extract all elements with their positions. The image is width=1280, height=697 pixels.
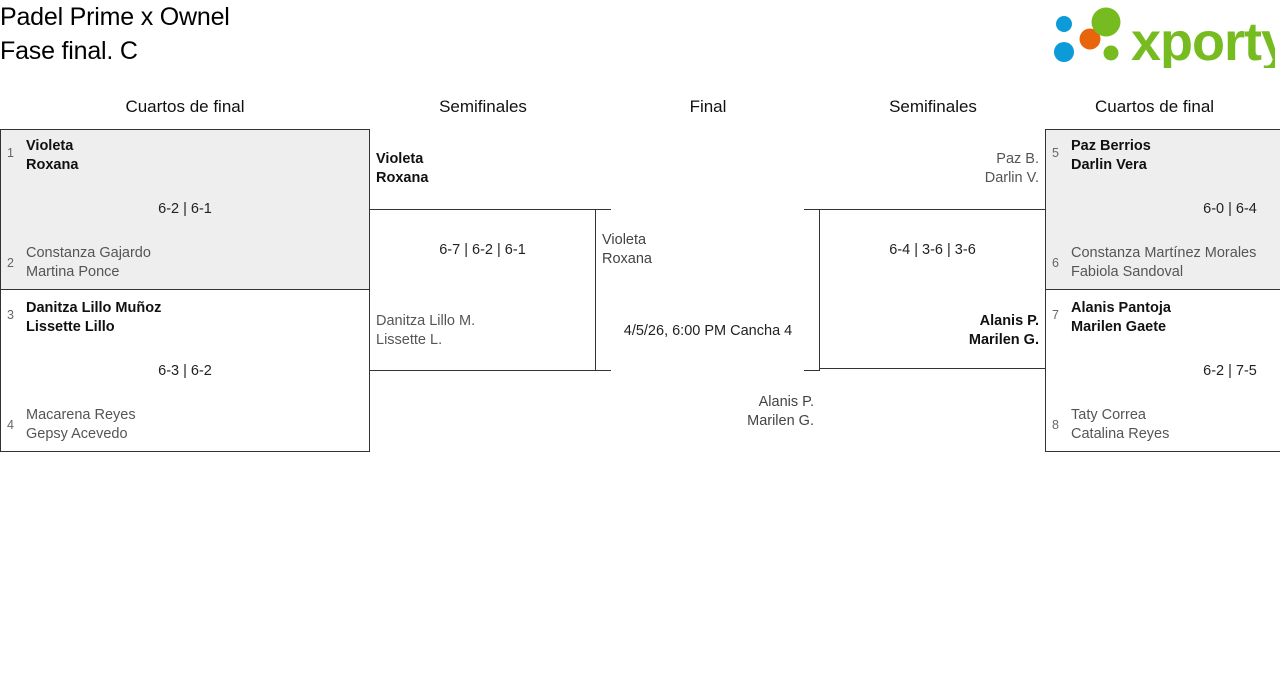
player-name: Constanza Gajardo [26, 245, 151, 261]
svg-text:xporty: xporty [1131, 12, 1275, 68]
team-bottom: Alanis P. Marilen G. [826, 312, 1039, 350]
round-header-final: Final [689, 97, 727, 116]
round-header-semifinals-left: Semifinales [439, 97, 527, 116]
phase-name: Fase final. C [0, 37, 138, 65]
match-score: 6-4 | 3-6 | 3-6 [889, 242, 976, 258]
player-name: Marilen Gaete [1071, 319, 1167, 335]
team-top: Paz Berrios Darlin Vera [1071, 137, 1151, 175]
player-name: Paz B. [996, 151, 1039, 167]
match-score: 6-7 | 6-2 | 6-1 [439, 242, 526, 258]
seed-number: 5 [1052, 146, 1059, 160]
seed-number: 2 [7, 256, 14, 270]
match-qf-right-2[interactable] [1045, 289, 1280, 452]
player-name: Marilen G. [747, 413, 814, 429]
team-bottom: Taty Correa Catalina Reyes [1071, 406, 1169, 444]
match-score: 6-0 | 6-4 [1203, 201, 1257, 217]
player-name: Catalina Reyes [1071, 426, 1170, 442]
player-name: Alanis P. [979, 313, 1039, 329]
player-name: Alanis P. [758, 394, 814, 410]
final-schedule: 4/5/26, 6:00 PM Cancha 4 [623, 323, 793, 339]
player-name: Lissette L. [376, 332, 443, 348]
player-name: Violeta [376, 151, 424, 167]
seed-number: 7 [1052, 308, 1059, 322]
tournament-name: Padel Prime x Ownel [0, 3, 230, 31]
player-name: Danitza Lillo M. [376, 313, 476, 329]
player-name: Alanis Pantoja [1071, 300, 1171, 316]
match-qf-right-1[interactable] [1045, 129, 1280, 290]
player-name: Violeta [26, 138, 74, 154]
xporty-logo[interactable]: xporty [1049, 6, 1275, 68]
player-name: Darlin V. [984, 170, 1039, 186]
final-connector-left [595, 209, 611, 371]
final-connector-right [804, 209, 820, 371]
team-top: Danitza Lillo Muñoz Lissette Lillo [26, 299, 161, 337]
page-title: Padel Prime x Ownel Fase final. C [0, 0, 230, 68]
final-team-top: Violeta Roxana [602, 231, 652, 269]
match-score: 6-2 | 7-5 [1203, 363, 1257, 379]
team-bottom: Danitza Lillo M. Lissette L. [376, 312, 475, 350]
match-score: 6-3 | 6-2 [158, 363, 212, 379]
player-name: Danitza Lillo Muñoz [26, 300, 162, 316]
player-name: Paz Berrios [1071, 138, 1151, 154]
player-name: Macarena Reyes [26, 407, 136, 423]
seed-number: 8 [1052, 418, 1059, 432]
team-top: Paz B. Darlin V. [826, 150, 1039, 188]
player-name: Constanza Martínez Morales [1071, 245, 1257, 261]
match-score: 6-2 | 6-1 [158, 201, 212, 217]
round-header-quarterfinals-right: Cuartos de final [1095, 97, 1215, 116]
player-name: Darlin Vera [1071, 157, 1147, 173]
player-name: Roxana [602, 251, 652, 267]
seed-number: 4 [7, 418, 14, 432]
team-top: Alanis Pantoja Marilen Gaete [1071, 299, 1171, 337]
player-name: Taty Correa [1071, 407, 1146, 423]
final-team-bottom: Alanis P. Marilen G. [614, 393, 814, 431]
seed-number: 6 [1052, 256, 1059, 270]
seed-number: 3 [7, 308, 14, 322]
round-header-semifinals-right: Semifinales [889, 97, 977, 116]
player-name: Fabiola Sandoval [1071, 264, 1184, 280]
player-name: Violeta [602, 232, 647, 248]
team-bottom: Constanza Martínez Morales Fabiola Sando… [1071, 244, 1256, 282]
round-header-quarterfinals-left: Cuartos de final [125, 97, 245, 116]
seed-number: 1 [7, 146, 14, 160]
player-name: Gepsy Acevedo [26, 426, 128, 442]
player-name: Martina Ponce [26, 264, 120, 280]
player-name: Roxana [376, 170, 429, 186]
team-top: Violeta Roxana [376, 150, 428, 188]
team-bottom: Constanza Gajardo Martina Ponce [26, 244, 151, 282]
player-name: Marilen G. [968, 332, 1039, 348]
player-name: Roxana [26, 157, 79, 173]
team-top: Violeta Roxana [26, 137, 78, 175]
player-name: Lissette Lillo [26, 319, 115, 335]
team-bottom: Macarena Reyes Gepsy Acevedo [26, 406, 136, 444]
